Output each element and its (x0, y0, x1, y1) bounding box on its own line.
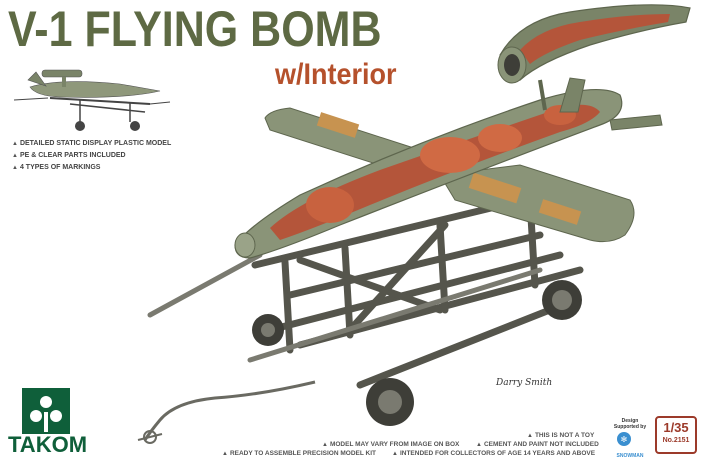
supporter-badge: Design Supported by ✻ SNOWMAN (610, 418, 650, 459)
snowflake-icon: ✻ (617, 432, 631, 446)
supported-by-label: Design Supported by (613, 418, 647, 430)
takom-logo-icon (22, 388, 70, 434)
profile-v1-icon (13, 69, 171, 131)
supporter-name: SNOWMAN (616, 453, 644, 459)
warning-triangle-icon: ▲ (392, 451, 398, 457)
disclaimer-cement: ▲CEMENT AND PAINT NOT INCLUDED (476, 441, 599, 448)
feature-item: ▲4 TYPES OF MARKINGS (12, 164, 101, 171)
product-title: V-1 FLYING BOMB (8, 1, 382, 57)
scale-value: 1/35 (663, 420, 689, 435)
disclaimer-ready: ▲READY TO ASSEMBLE PRECISION MODEL KIT (222, 450, 376, 457)
v1-illustration (137, 4, 691, 444)
warning-triangle-icon: ▲ (476, 442, 482, 448)
warning-triangle-icon: ▲ (12, 153, 18, 159)
warning-triangle-icon: ▲ (527, 433, 533, 439)
warning-triangle-icon: ▲ (12, 141, 18, 147)
feature-item: ▲PE & CLEAR PARTS INCLUDED (12, 152, 126, 159)
disclaimer-collectors: ▲INTENDED FOR COLLECTORS OF AGE 14 YEARS… (392, 450, 596, 457)
disclaimer-not-toy: ▲THIS IS NOT A TOY (527, 432, 595, 439)
warning-triangle-icon: ▲ (222, 451, 228, 457)
warning-triangle-icon: ▲ (12, 165, 18, 171)
svg-text:✻: ✻ (621, 435, 628, 444)
disclaimer-model-vary: ▲MODEL MAY VARY FROM IMAGE ON BOX (322, 441, 460, 448)
warning-triangle-icon: ▲ (322, 442, 328, 448)
trolley-wheels (252, 280, 582, 426)
feature-item: ▲DETAILED STATIC DISPLAY PLASTIC MODEL (12, 140, 172, 147)
feature-list: ▲DETAILED STATIC DISPLAY PLASTIC MODEL ▲… (12, 138, 171, 174)
artist-signature: Darry Smith (496, 378, 553, 388)
brand-name: TAKOM (8, 432, 88, 457)
kit-number: No.2151 (662, 437, 690, 444)
scale-badge: 1/35 No.2151 (655, 416, 697, 454)
product-subtitle: w/Interior (275, 58, 397, 91)
